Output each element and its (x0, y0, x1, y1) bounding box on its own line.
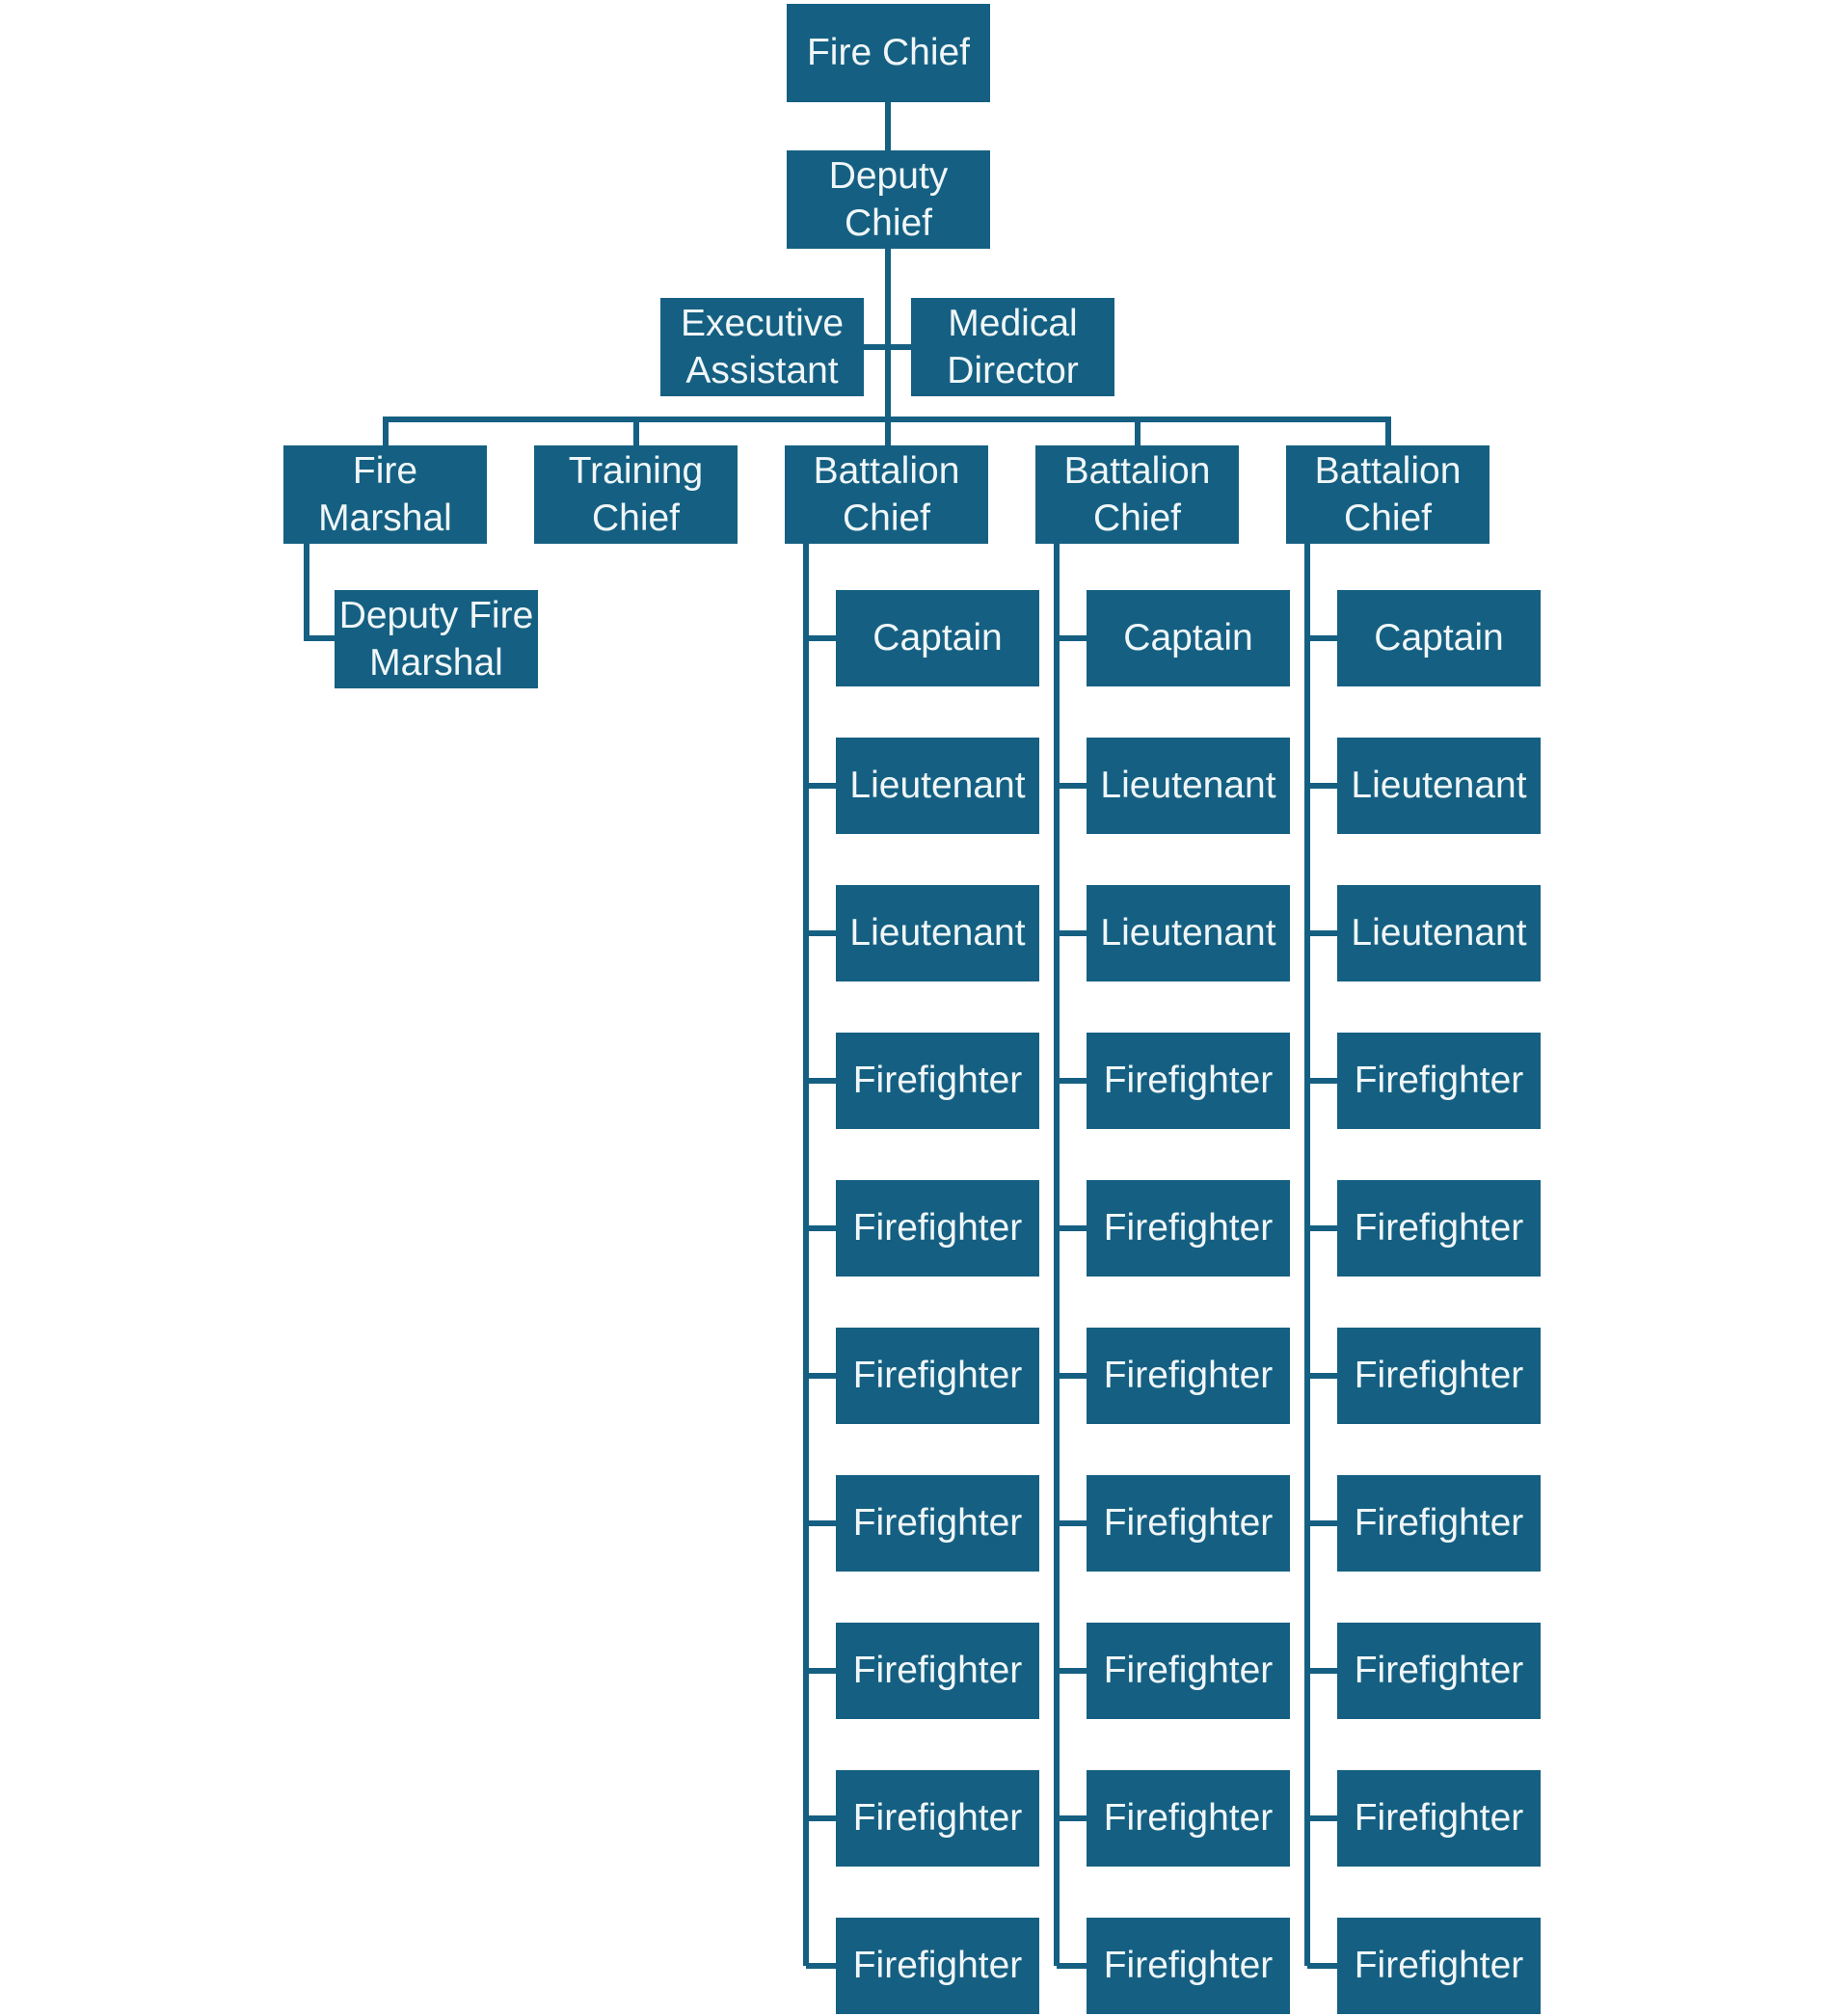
node-firefighter: Firefighter (1337, 1033, 1541, 1129)
node-firefighter: Firefighter (836, 1623, 1039, 1719)
node-firefighter: Firefighter (1087, 1770, 1290, 1867)
node-firefighter: Firefighter (1087, 1328, 1290, 1424)
node-firefighter: Firefighter (1337, 1918, 1541, 2014)
node-firefighter: Firefighter (1087, 1180, 1290, 1277)
node-firefighter: Firefighter (1087, 1623, 1290, 1719)
node-captain: Captain (836, 590, 1039, 686)
node-battalion-chief-3: Battalion Chief (1286, 445, 1490, 544)
node-training-chief: Training Chief (534, 445, 738, 544)
node-firefighter: Firefighter (836, 1475, 1039, 1572)
node-executive-assistant: Executive Assistant (660, 298, 864, 396)
node-deputy-chief: Deputy Chief (787, 150, 990, 249)
node-firefighter: Firefighter (836, 1033, 1039, 1129)
node-fire-chief: Fire Chief (787, 4, 990, 102)
node-captain: Captain (1087, 590, 1290, 686)
node-firefighter: Firefighter (1337, 1328, 1541, 1424)
node-captain: Captain (1337, 590, 1541, 686)
node-deputy-fire-marshal: Deputy Fire Marshal (335, 590, 538, 688)
node-firefighter: Firefighter (1087, 1918, 1290, 2014)
node-battalion-chief-2: Battalion Chief (1035, 445, 1239, 544)
node-firefighter: Firefighter (1337, 1180, 1541, 1277)
node-lieutenant: Lieutenant (836, 738, 1039, 834)
node-firefighter: Firefighter (836, 1770, 1039, 1867)
node-firefighter: Firefighter (1087, 1475, 1290, 1572)
node-firefighter: Firefighter (1337, 1475, 1541, 1572)
node-firefighter: Firefighter (1087, 1033, 1290, 1129)
node-lieutenant: Lieutenant (1337, 738, 1541, 834)
node-firefighter: Firefighter (836, 1918, 1039, 2014)
node-firefighter: Firefighter (836, 1328, 1039, 1424)
node-lieutenant: Lieutenant (1087, 885, 1290, 981)
node-battalion-chief-1: Battalion Chief (785, 445, 988, 544)
node-firefighter: Firefighter (1337, 1623, 1541, 1719)
node-medical-director: Medical Director (911, 298, 1114, 396)
node-lieutenant: Lieutenant (1337, 885, 1541, 981)
node-lieutenant: Lieutenant (836, 885, 1039, 981)
node-firefighter: Firefighter (1337, 1770, 1541, 1867)
node-fire-marshal: Fire Marshal (283, 445, 487, 544)
node-lieutenant: Lieutenant (1087, 738, 1290, 834)
node-firefighter: Firefighter (836, 1180, 1039, 1277)
